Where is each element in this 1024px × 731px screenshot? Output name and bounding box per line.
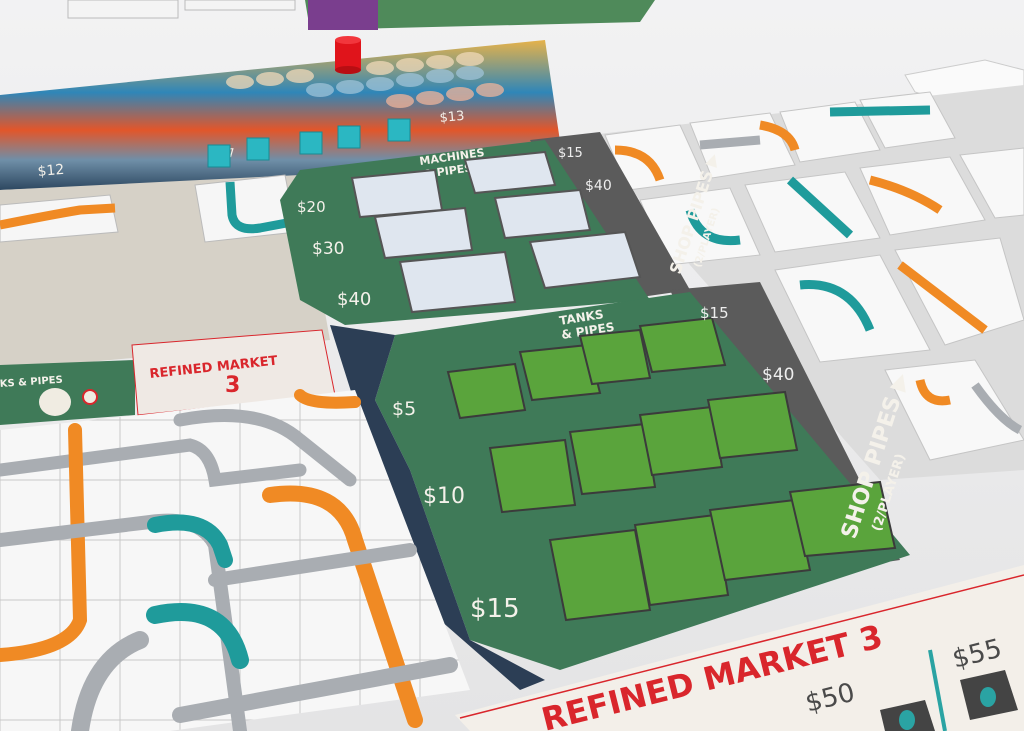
teal-cube-icon[interactable]: [207, 118, 411, 168]
shop-strip-upper: [530, 132, 690, 300]
tanks-board-shadow: [330, 325, 545, 690]
track-circles: [226, 52, 504, 108]
machines-shop-price-40: $40: [585, 178, 612, 194]
top-cards[interactable]: [67, 0, 655, 30]
track-price-right: $13: [439, 109, 465, 126]
tanks-title-1: TANKS: [558, 307, 604, 328]
tanks-price-10: $10: [423, 484, 465, 509]
tanks-shop-price-15: $15: [700, 304, 729, 322]
machine-token-icon[interactable]: [350, 150, 642, 314]
machines-price-40: $40: [337, 289, 371, 310]
left-board-title: KS & PIPES: [0, 375, 63, 390]
placed-pipes: [0, 389, 458, 731]
tanks-shop-price-40: $40: [762, 365, 794, 385]
card-border: [459, 574, 1024, 719]
machines-price-20: $20: [297, 198, 326, 216]
red-pawn-icon[interactable]: [335, 36, 361, 74]
pipe-tile-icon[interactable]: [0, 174, 297, 243]
rotate-icon: [82, 389, 98, 405]
track-price-left: $12: [37, 162, 65, 180]
tank-token-icon[interactable]: [446, 316, 897, 622]
tanks-price-15: $15: [470, 594, 520, 624]
barrel-icon: [39, 388, 71, 416]
machines-shop-price-15: $15: [558, 146, 583, 161]
tanks-board-left: [0, 360, 135, 425]
tanks-price-5: $5: [392, 398, 416, 420]
machines-price-30: $30: [312, 239, 344, 259]
oil-drop-icon: [880, 649, 1018, 731]
pipe-supply-pipes: [614, 105, 1023, 435]
refined-market-card[interactable]: [455, 565, 1024, 731]
refined-market-tile-number: 3: [225, 373, 240, 398]
refinery-track-board: [0, 40, 565, 190]
